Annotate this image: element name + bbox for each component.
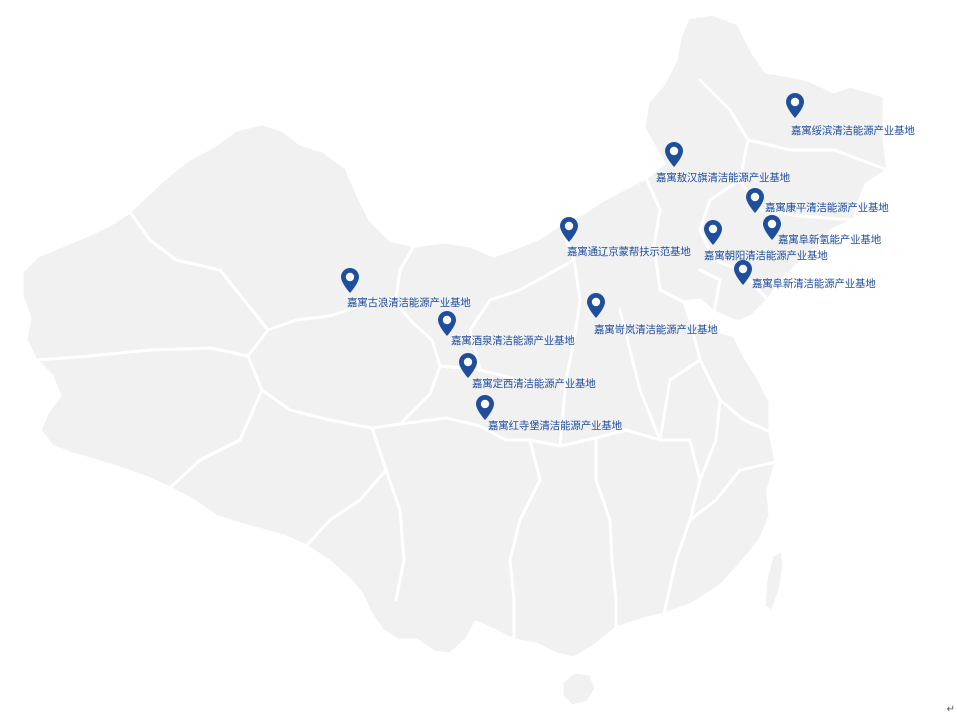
hainan-island (560, 670, 598, 708)
map-pin-icon[interactable] (587, 293, 605, 318)
map-pin-icon[interactable] (746, 188, 764, 213)
taiwan-island (762, 548, 786, 614)
map-pin-icon[interactable] (704, 220, 722, 245)
province-border-line (508, 438, 542, 642)
land-mass (20, 12, 890, 708)
map-pin-icon[interactable] (763, 215, 781, 240)
province-border-line (438, 364, 568, 382)
base-label: 嘉寓阜新氢能产业基地 (778, 234, 881, 246)
province-border-line (468, 258, 576, 372)
mainland-outline (20, 12, 890, 660)
map-pin-icon[interactable] (560, 217, 578, 242)
province-border-line (644, 176, 686, 304)
base-label: 嘉寓康平清洁能源产业基地 (765, 202, 889, 214)
base-label: 嘉寓定西清洁能源产业基地 (472, 378, 596, 390)
province-border-line (698, 398, 722, 482)
map-pin-icon[interactable] (734, 260, 752, 285)
base-label: 嘉寓岢岚清洁能源产业基地 (594, 324, 718, 336)
province-border-line (738, 138, 856, 222)
province-border-line (698, 78, 890, 172)
map-pin-icon[interactable] (786, 93, 804, 118)
map-pin-icon[interactable] (459, 353, 477, 378)
base-label: 嘉寓绥滨清洁能源产业基地 (791, 125, 915, 137)
map-pin-icon[interactable] (476, 395, 494, 420)
base-label: 嘉寓朝阳清洁能源产业基地 (704, 250, 828, 262)
base-label: 嘉寓古浪清洁能源产业基地 (347, 297, 471, 309)
map-pin-icon[interactable] (341, 268, 359, 293)
province-border-line (168, 388, 264, 490)
province-border-line (246, 354, 402, 430)
province-border-line (394, 244, 416, 300)
province-border-line (246, 296, 394, 358)
province-border-line (688, 460, 778, 522)
province-border-line (128, 210, 270, 332)
base-label: 嘉寓敖汉旗清洁能源产业基地 (656, 172, 790, 184)
map-pin-icon[interactable] (665, 142, 683, 167)
province-border-line (528, 428, 692, 448)
province-border-line (398, 416, 532, 442)
base-label: 嘉寓通辽京蒙帮扶示范基地 (567, 246, 691, 258)
province-border-line (304, 468, 388, 548)
return-arrow-icon: ↵ (946, 704, 955, 715)
province-border-line (698, 268, 722, 314)
province-border-line (658, 358, 702, 442)
base-label: 嘉寓红寺堡清洁能源产业基地 (488, 420, 622, 432)
base-label: 嘉寓阜新清洁能源产业基地 (752, 278, 876, 290)
province-border-line (558, 222, 582, 448)
province-borders (34, 78, 890, 642)
province-border-line (370, 426, 406, 602)
province-border-line (390, 296, 442, 426)
province-border-line (618, 308, 662, 442)
map-pin-icon[interactable] (438, 311, 456, 336)
base-label: 嘉寓酒泉清洁能源产业基地 (451, 335, 575, 347)
province-border-line (34, 346, 250, 362)
province-border-line (594, 436, 618, 630)
